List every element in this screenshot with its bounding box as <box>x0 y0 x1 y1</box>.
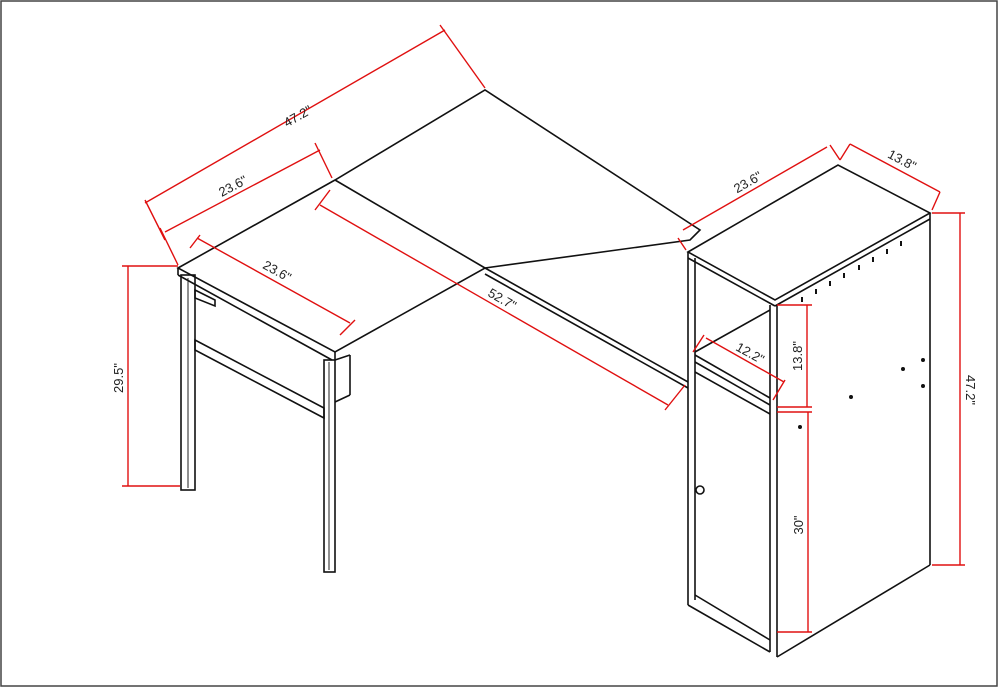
dim-desk-total-width: 47.2" <box>281 102 315 130</box>
dim-cabinet-height: 47.2" <box>963 375 978 405</box>
dim-door-height: 30" <box>791 515 806 534</box>
dim-shelf-height: 13.8" <box>790 341 805 371</box>
cabinet-outline <box>686 164 932 658</box>
dim-desk-height: 29.5" <box>111 363 126 393</box>
dim-cabinet-depth: 13.8" <box>885 146 919 173</box>
dimension-lines <box>122 24 965 633</box>
dim-return-width: 23.6" <box>260 257 294 285</box>
desk-outline <box>176 89 702 573</box>
